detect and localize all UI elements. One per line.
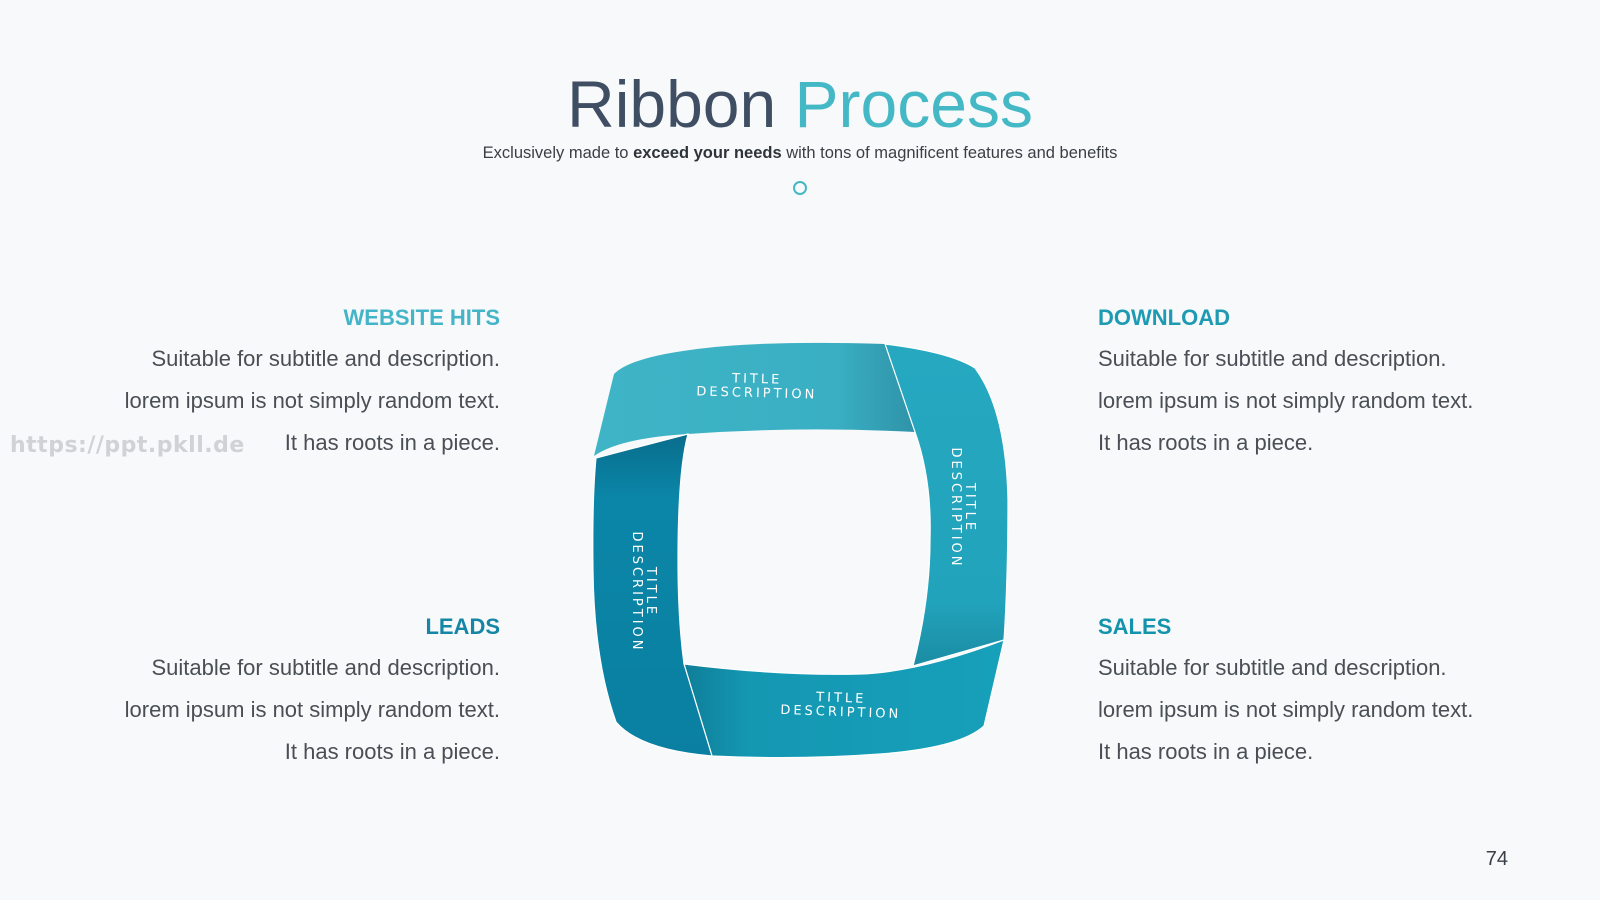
ribbon-bottom-title: TITLE: [815, 690, 867, 707]
leads-line-2: lorem ipsum is not simply random text.: [124, 697, 500, 722]
download-line-2: lorem ipsum is not simply random text.: [1098, 388, 1474, 413]
title-part-2: Process: [794, 67, 1033, 141]
watermark-link: https://ppt.pkll.de: [10, 433, 245, 458]
ribbon-label-bottom: TITLE DESCRIPTION: [780, 690, 901, 722]
ribbon-right-title: TITLE: [962, 482, 977, 533]
ribbon-label-right: TITLE DESCRIPTION: [948, 448, 977, 569]
ribbon-left-desc: DESCRIPTION: [629, 532, 644, 653]
ribbon-band-left: [592, 433, 713, 757]
leads-block: LEADS Suitable for subtitle and descript…: [80, 613, 500, 773]
page-number: 74: [1485, 848, 1508, 870]
sales-title: SALES: [1098, 614, 1172, 639]
subtitle-prefix: Exclusively made to: [482, 144, 634, 162]
website-hits-block: WEBSITE HITS Suitable for subtitle and d…: [80, 304, 500, 464]
website-hits-line-1: Suitable for subtitle and description.: [151, 346, 500, 371]
download-title: DOWNLOAD: [1098, 305, 1230, 330]
ribbon-top-title: TITLE: [731, 371, 783, 387]
subtitle-suffix: with tons of magnificent features and be…: [781, 144, 1118, 162]
sales-line-2: lorem ipsum is not simply random text.: [1098, 697, 1474, 722]
ribbon-label-top: TITLE DESCRIPTION: [696, 371, 817, 402]
page-subtitle: Exclusively made to exceed your needs wi…: [0, 144, 1600, 163]
subtitle-emphasis: exceed your needs: [633, 144, 782, 162]
ribbon-label-left: TITLE DESCRIPTION: [629, 532, 658, 653]
ribbon-bottom-desc: DESCRIPTION: [780, 703, 901, 722]
website-hits-title: WEBSITE HITS: [343, 305, 500, 330]
ribbon-band-right: [884, 343, 1009, 667]
leads-line-1: Suitable for subtitle and description.: [151, 655, 500, 680]
ribbon-left-title: TITLE: [643, 566, 658, 617]
leads-title: LEADS: [425, 614, 500, 639]
sales-block: SALES Suitable for subtitle and descript…: [1098, 613, 1518, 773]
leads-line-3: It has roots in a piece.: [284, 739, 500, 764]
download-line-1: Suitable for subtitle and description.: [1098, 346, 1447, 371]
page-title: Ribbon Process: [0, 64, 1600, 144]
sales-line-3: It has roots in a piece.: [1098, 739, 1314, 764]
title-part-1: Ribbon: [567, 67, 777, 141]
ring-divider-icon: [793, 181, 807, 195]
download-line-3: It has roots in a piece.: [1098, 430, 1314, 455]
sales-line-1: Suitable for subtitle and description.: [1098, 655, 1447, 680]
ribbon-right-desc: DESCRIPTION: [948, 448, 963, 569]
website-hits-line-3: It has roots in a piece.: [284, 430, 500, 455]
download-block: DOWNLOAD Suitable for subtitle and descr…: [1098, 304, 1518, 464]
ribbon-top-desc: DESCRIPTION: [696, 384, 817, 402]
ribbon-band-top: [594, 342, 915, 456]
website-hits-line-2: lorem ipsum is not simply random text.: [124, 388, 500, 413]
